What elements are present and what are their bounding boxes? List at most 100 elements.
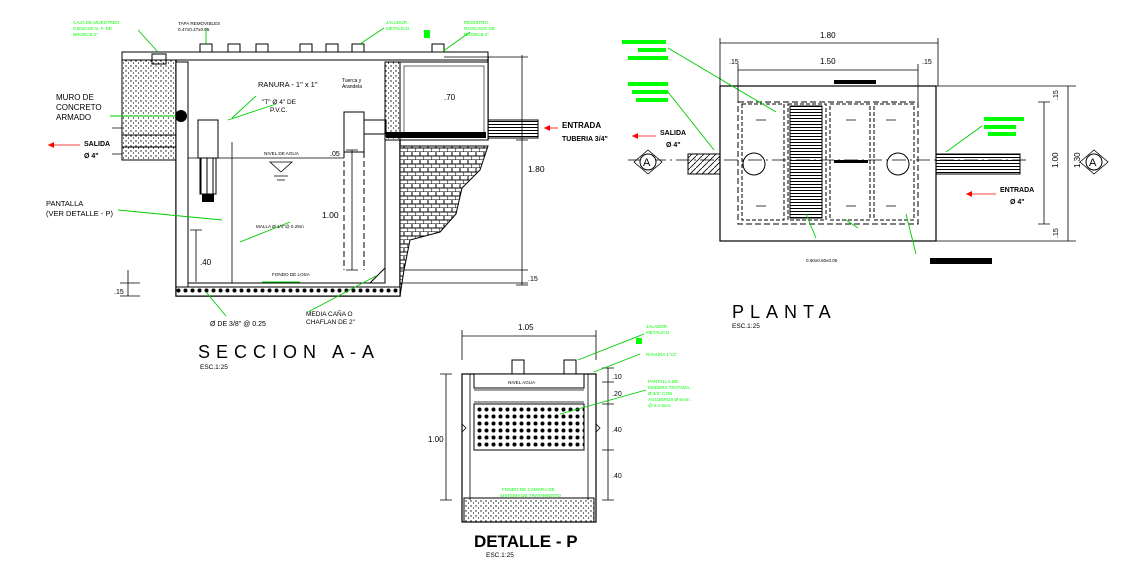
detalle-bottom-fill: [463, 497, 595, 523]
planta-section-mark-right: A: [1079, 149, 1109, 175]
label-tee-pvc: "T" Ø 4" DE P.V.C.: [262, 99, 297, 114]
svg-text:PANTALLA: PANTALLA: [46, 199, 83, 208]
planta-inner: [737, 101, 919, 225]
detalle-title: DETALLE - P: [474, 532, 578, 551]
label-tuerca: Tuerca y Arandela: [342, 78, 362, 90]
svg-text:(VER DETALLE - P): (VER DETALLE - P): [46, 209, 113, 218]
label-muro-concreto: MURO DE CONCRETO ARMADO: [56, 93, 102, 122]
planta-handles: [756, 119, 896, 207]
detalle-label-pantalla: PANTALLA DE MADERA TRATADA, Ø 3/4" CON A…: [648, 379, 691, 408]
planta-inlet-pipe: [886, 152, 910, 176]
cover-slab: [121, 51, 489, 61]
planta: 1.80 1.50 .15 .15 1.30 1.00 .15 .15 SALI…: [622, 31, 1109, 330]
bottom-slab: [175, 286, 401, 297]
svg-text:JALADOR: JALADOR: [646, 324, 668, 329]
planta-cells: [741, 103, 915, 221]
arrow-entrada-head: [544, 125, 550, 131]
planta-dim-bottom: .15: [1053, 228, 1060, 238]
dim-070: .70: [444, 93, 456, 102]
label-acero: Ø DE 3/8" @ 0.25: [210, 321, 266, 328]
pvc-pipe-left: [199, 157, 217, 195]
label-entrada: ENTRADA: [562, 121, 601, 130]
planta-screen: [789, 105, 823, 219]
label-salida: SALIDA: [84, 141, 110, 148]
svg-text:METALICO: METALICO: [386, 26, 410, 31]
svg-text:PANTALLA DE: PANTALLA DE: [648, 379, 678, 384]
dim-015-left: .15: [114, 289, 124, 296]
svg-text:SISTEMA DE TRATAMIENTO: SISTEMA DE TRATAMIENTO: [500, 493, 561, 498]
detalle-label-fondo: FONDO DE CAMARA DE SISTEMA DE TRATAMIENT…: [500, 487, 561, 498]
pvc-pipe-right: [343, 152, 365, 270]
detalle-scale: ESC.1:25: [486, 552, 514, 559]
dim-100: 1.00: [322, 210, 339, 220]
svg-text:Tuerca y: Tuerca y: [342, 78, 362, 84]
planta-dimensions: [719, 38, 1076, 242]
label-caja-muestreo: CAJA DE MUESTREO 0.50x0.50 m. F. DE BRON…: [73, 20, 120, 37]
svg-text:CONCRETO: CONCRETO: [56, 103, 102, 112]
soil-brick: [399, 145, 489, 297]
detalle-dim-20: .20: [612, 391, 622, 398]
planta-scale: ESC.1:25: [732, 323, 760, 330]
detalle-label-nivel: NIVEL AGUA: [508, 380, 536, 385]
svg-text:0.50x0.50 m. F. DE: 0.50x0.50 m. F. DE: [73, 26, 112, 31]
planta-tapa-label: 0.60x0.60x0.05: [806, 258, 838, 263]
svg-text:CHAFLAN DE 2": CHAFLAN DE 2": [306, 319, 356, 326]
svg-text:@ 5 x 5cm.: @ 5 x 5cm.: [648, 403, 671, 408]
pvc-tee-left: [197, 119, 219, 159]
planta-dim-overall-w: 1.80: [820, 31, 836, 40]
left-wall: [121, 59, 177, 161]
svg-text:A: A: [643, 157, 651, 169]
label-nivel-agua: NIVEL DE AGUA: [264, 151, 300, 156]
label-malla: MALLA Ø 1/4"@ 0.25m: [256, 224, 304, 229]
svg-text:Ø 3/4" CON: Ø 3/4" CON: [648, 391, 672, 396]
label-ranura: RANURA - 1" x 1": [258, 80, 318, 89]
svg-text:MEDIA CAÑA O: MEDIA CAÑA O: [306, 309, 353, 318]
planta-section-mark-left: A: [633, 149, 663, 175]
planta-dim-side-r: .15: [922, 59, 932, 66]
dim-015-right: .15: [528, 276, 538, 283]
planta-label-entrada: ENTRADA: [1000, 187, 1034, 194]
baffle-wall: [175, 61, 189, 288]
label-tapa-removible: TAPA REMOVIBLES 0.47x0.47x0.05: [178, 21, 220, 32]
svg-text:METALICO: METALICO: [646, 330, 670, 335]
svg-text:MADERA TRATADA,: MADERA TRATADA,: [648, 385, 691, 390]
planta-label-entrada-dia: Ø 4": [1010, 199, 1025, 206]
water-level-symbol: [268, 161, 294, 181]
svg-text:ROSCADO DE: ROSCADO DE: [464, 26, 495, 31]
detalle-top-band: [473, 373, 585, 389]
planta-dim-side-l: .15: [729, 59, 739, 66]
planta-outlet-pipe: [742, 152, 766, 176]
outlet-hole: [175, 110, 187, 122]
detalle-leaders: [559, 333, 647, 415]
svg-text:0.47x0.47x0.05: 0.47x0.47x0.05: [178, 27, 210, 32]
detalle-dim-40a: .40: [612, 427, 622, 434]
svg-text:Arandela: Arandela: [342, 84, 362, 90]
chamfer: [369, 267, 386, 284]
detalle-dim-width: 1.05: [518, 323, 534, 332]
svg-text:"T" Ø 4" DE: "T" Ø 4" DE: [262, 99, 297, 106]
detalle-label-jalador: JALADOR METALICO: [646, 324, 670, 335]
svg-text:ARMADO: ARMADO: [56, 113, 91, 122]
svg-text:FONDO DE CAMARA DE: FONDO DE CAMARA DE: [502, 487, 555, 492]
detalle-dim-height: 1.00: [428, 435, 444, 444]
detalle-perforated-screen: [473, 403, 585, 451]
svg-text:A: A: [1089, 157, 1097, 169]
svg-text:JALADOR: JALADOR: [386, 20, 408, 25]
dim-180: 1.80: [528, 164, 545, 174]
pvc-tee-right: [343, 111, 365, 153]
planta-green-labels: [622, 40, 1024, 255]
seccion-title: SECCION A-A: [198, 342, 380, 362]
planta-label-salida-dia: Ø 4": [666, 142, 681, 149]
detalle-label-ranura: RANURA 1"x1": [646, 352, 677, 357]
cover-handles: [199, 43, 445, 52]
dim-005: .05: [330, 151, 340, 158]
planta-dim-top: .15: [1053, 90, 1060, 100]
label-media-cana: MEDIA CAÑA O CHAFLAN DE 2": [306, 309, 356, 326]
inlet-pipe: [487, 119, 539, 139]
detalle-p: 1.05 1.00 .10 .20 .40 .40 JALADOR METALI…: [428, 323, 691, 559]
planta-dim-overall-h: 1.30: [1073, 152, 1082, 168]
svg-text:P.V.C.: P.V.C.: [270, 107, 288, 114]
inlet-pipe-black: [386, 132, 486, 138]
planta-title: PLANTA: [732, 302, 837, 322]
label-pantalla: PANTALLA (VER DETALLE - P): [46, 199, 113, 218]
